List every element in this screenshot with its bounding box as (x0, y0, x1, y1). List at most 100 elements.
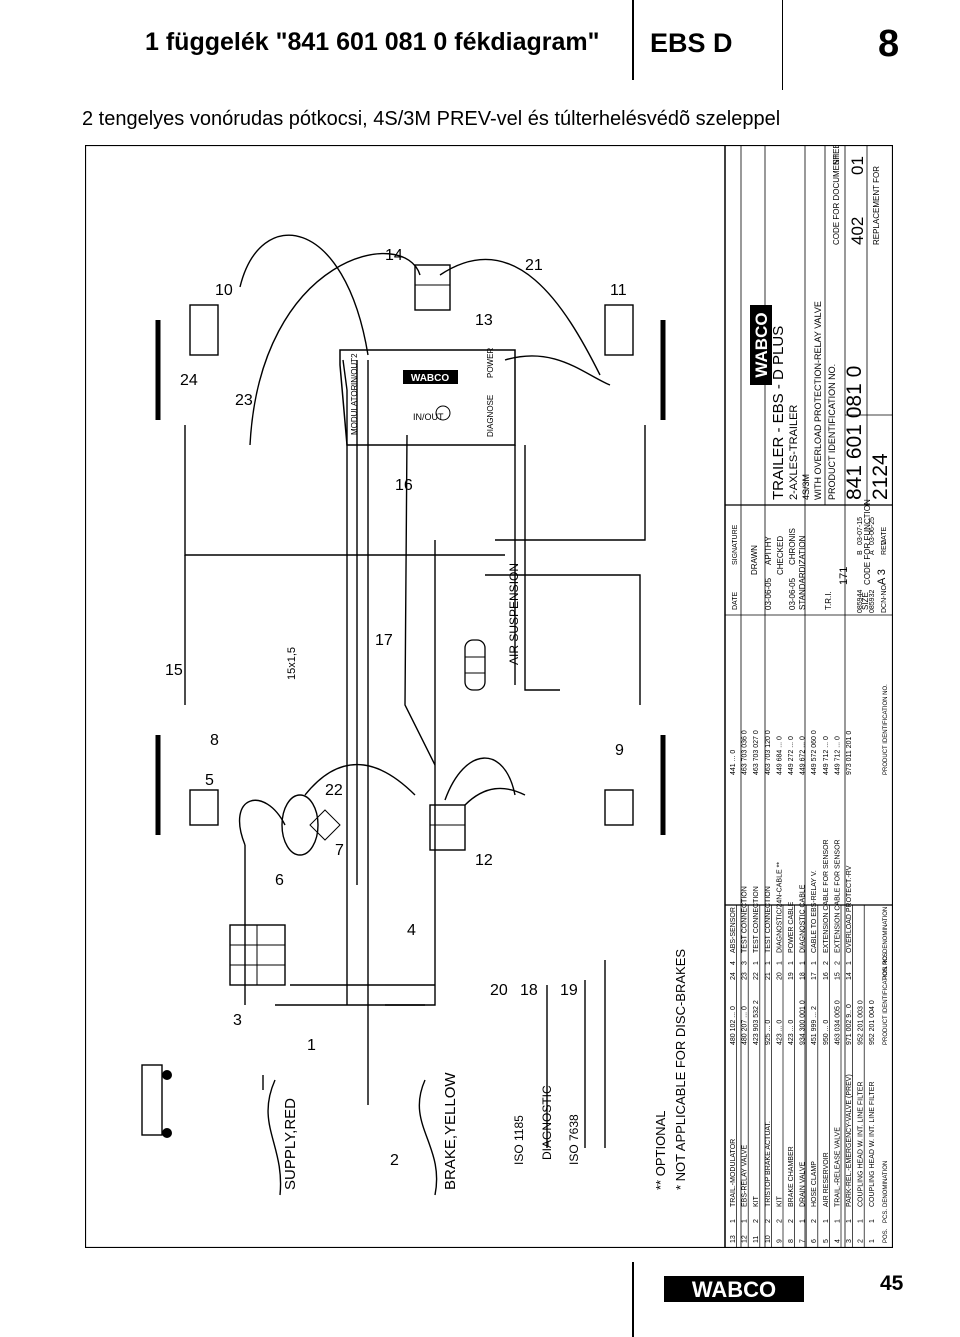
part-number-callouts: 1 2 3 4 5 6 7 8 9 10 11 12 13 14 15 16 1… (165, 247, 627, 1169)
callout-1: 1 (307, 1037, 316, 1054)
title-block-checked: CHECKED (776, 536, 785, 575)
parts-row-qty: 2 (788, 1219, 795, 1223)
callout-2: 2 (390, 1152, 399, 1169)
title-block-code-label: CODE FOR DOCUMENT (832, 154, 841, 245)
cable-row-qty: 2 (823, 961, 830, 965)
parts-row-denomination: TRAIL.-RELEASE VALVE (834, 1127, 841, 1207)
cable-row-denomination: DIAGNOSTIC CABLE (800, 884, 807, 953)
cable-row-product-id: 449 684 ... 0 (776, 736, 783, 775)
title-block-valve: WITH OVERLOAD PROTECTION-RELAY VALVE (813, 301, 823, 500)
cable-row-denomination: DIAGNOSTIC/24N-CABLE ** (776, 862, 783, 953)
inout2-port-label: IN/OUT2 (350, 353, 359, 385)
parts-row-denomination: COUPLING HEAD W. INT. LINE FILTER (858, 1081, 865, 1207)
cable-row-pos: 22 (753, 972, 760, 980)
document-title: 1 függelék "841 601 081 0 fékdiagram" (145, 28, 600, 56)
footer-brand: WABCO (692, 1277, 776, 1302)
revision-date: DATE (881, 527, 888, 545)
cable-row-product-id: 441 ... 0 (730, 750, 737, 775)
cable-header-qty: PCS. (883, 951, 889, 965)
rotated-labels: SUPPLY,RED BRAKE,YELLOW ISO 1185 DIAGNOS… (282, 563, 688, 1190)
revision-table: 085944B03-07-15085932A03-06-25DCN-NO.REV… (857, 517, 888, 613)
page-header: 1 függelék "841 601 081 0 fékdiagram" EB… (0, 0, 960, 90)
callout-24: 24 (180, 372, 198, 389)
cable-row-product-id: 449 572 060 0 (811, 730, 818, 775)
air-reservoir (281, 794, 341, 856)
parts-row-product-id: 451 999 ... 2 (811, 1006, 818, 1045)
parts-row-product-id: 952 201 003 0 (858, 1000, 865, 1045)
brake-actuators (155, 304, 666, 835)
cable-row-denomination: EXTENSION CABLE FOR SENSOR (823, 839, 830, 953)
callout-17: 17 (375, 632, 393, 649)
callout-12: 12 (475, 852, 493, 869)
callout-19: 19 (560, 982, 578, 999)
cable-row-product-id: 449 712 ... 0 (823, 736, 830, 775)
cable-row-pos: 14 (846, 972, 853, 980)
title-block-size-label: SIZE (861, 592, 870, 610)
not-applicable-note: * NOT APPLICABLE FOR DISC-BRAKES (673, 949, 688, 1190)
parts-row-pos: 7 (800, 1239, 807, 1243)
header-divider-2 (782, 0, 783, 90)
parts-row-denomination: KIT (776, 1195, 783, 1207)
title-block-signature-label: SIGNATURE (732, 524, 739, 565)
parts-row-qty: 2 (753, 1219, 760, 1223)
parts-header-product-id: PRODUCT IDENTIFICATION NO. (883, 954, 889, 1045)
cable-row-denomination: EXTENSION CABLE FOR SENSOR (834, 839, 841, 953)
parts-row-pos: 1 (869, 1239, 876, 1243)
parts-row-qty: 1 (730, 1219, 737, 1223)
parts-row-product-id: 423 ... 0 (788, 1020, 795, 1045)
revision-dcn: 085932 (869, 590, 876, 613)
iso7638-label: ISO 7638 (567, 1114, 581, 1165)
air-suspension-bellows (464, 639, 486, 691)
callout-10: 10 (215, 282, 233, 299)
cable-row-qty: 1 (800, 961, 807, 965)
parts-row-denomination: EBS-RELAY VALVE (742, 1145, 749, 1207)
callout-22: 22 (325, 782, 343, 799)
callout-14: 14 (385, 247, 403, 264)
cable-row-pos: 24 (730, 972, 737, 980)
callout-6: 6 (275, 872, 284, 889)
cable-row-product-id: 463 703 120 0 (765, 730, 772, 775)
section-name: EBS D (650, 28, 733, 58)
parts-row-product-id: 934 300 001 0 (800, 1000, 807, 1045)
parts-row-qty: 1 (834, 1219, 841, 1223)
cable-row-denomination: ABS-SENSOR (730, 907, 737, 953)
power-port-label: POWER (486, 348, 495, 378)
title-block-product-id: 841 601 081 0 (843, 366, 866, 500)
callout-23: 23 (235, 392, 253, 409)
parts-row-denomination: DRAIN VALVE (800, 1161, 807, 1207)
callout-5: 5 (205, 772, 214, 789)
revision-rev: A (869, 550, 876, 555)
prev-valve (229, 924, 286, 986)
ebs-relay-valve (429, 804, 466, 851)
parts-row-product-id: 971 002 9.. 0 (846, 1004, 853, 1045)
cable-row-product-id: 449 712 ... 0 (834, 736, 841, 775)
parts-row-qty: 1 (858, 1219, 865, 1223)
parts-row-qty: 1 (869, 1219, 876, 1223)
parts-row-denomination: COUPLING HEAD W. INT. LINE FILTER (869, 1081, 876, 1207)
parts-header-pos: POS. (883, 1228, 889, 1243)
parts-row-qty: 1 (800, 1219, 807, 1223)
parts-row-pos: 9 (776, 1239, 783, 1243)
revision-dcn: DCN-NO. (881, 583, 888, 613)
brake-schematic: WABCO TRAILER - EBS - D PLUS 2-AXLES-TRA… (85, 145, 893, 1248)
title-block-code: 402 (848, 217, 867, 245)
overload-valve (414, 264, 451, 311)
parts-row-denomination: BRAKE CHAMBER (788, 1146, 795, 1207)
title-block-tri: 171 (838, 567, 850, 585)
parts-row-qty: 2 (776, 1219, 783, 1223)
iso1185-label: ISO 1185 (512, 1115, 526, 1165)
trail-modulator: WABCO DIAGNOSE IN/OUT POWER IN/OUT2 MODU… (339, 348, 516, 446)
callout-20: 20 (490, 982, 508, 999)
wabco-title-logo: WABCO (750, 305, 772, 385)
header-divider (632, 0, 634, 80)
title-block-sheet: 01 (848, 156, 867, 175)
chapter-number: 8 (878, 23, 900, 65)
diagram-subtitle: 2 tengelyes vonórudas pótkocsi, 4S/3M PR… (82, 108, 781, 130)
cable-row-product-id: 449 672 ... 0 (800, 736, 807, 775)
wiring (184, 234, 646, 1196)
coupling-heads (141, 1064, 172, 1138)
title-block-checked-date: 03-06-05 (788, 577, 797, 610)
title-block-standardization: STANDARDIZATION (798, 535, 807, 610)
title-block-product-label: PRODUCT IDENTIFICATION NO. (827, 364, 837, 500)
cable-row-pos: 23 (742, 972, 749, 980)
